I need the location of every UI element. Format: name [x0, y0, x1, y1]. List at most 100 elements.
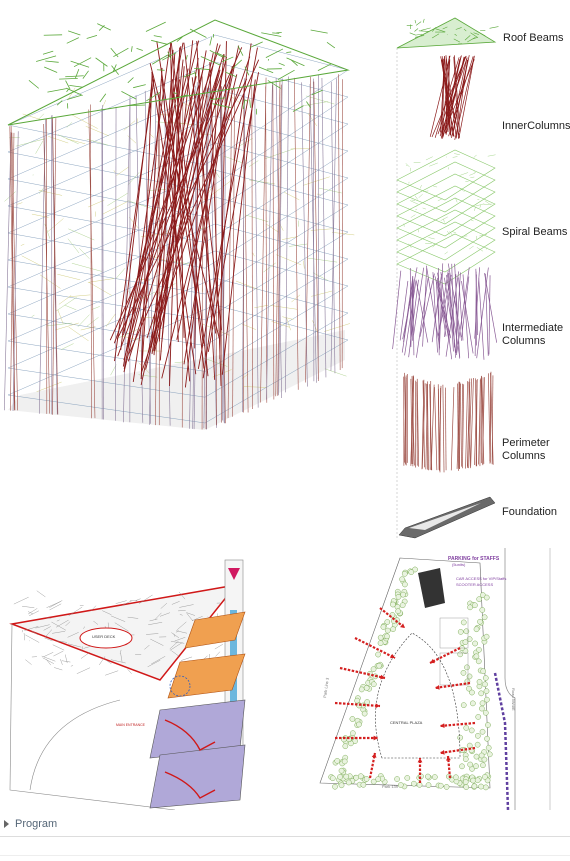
site-tree: [464, 664, 470, 671]
site-tree: [485, 744, 492, 751]
spiral-beam: [447, 230, 450, 235]
program-floor-upper: [184, 611, 246, 649]
deck-beam: [148, 622, 163, 625]
bracing-member: [22, 113, 42, 121]
stack-foundation: [398, 496, 496, 539]
bracing-member: [4, 191, 16, 202]
bracing-member: [67, 87, 76, 101]
deck-beam: [135, 598, 141, 601]
deck-beam: [160, 603, 168, 609]
inner-column: [127, 54, 225, 362]
inner-column: [219, 41, 227, 359]
site-tree: [482, 774, 488, 780]
inner-column: [443, 58, 451, 136]
deck-beam: [105, 670, 119, 676]
roof-beam: [59, 77, 78, 80]
roof-beam: [420, 27, 431, 31]
roof-beam: [173, 92, 177, 95]
circulation-path-lower: [164, 771, 216, 799]
spiral-beam: [474, 207, 476, 212]
bracing-member: [254, 305, 268, 309]
bracing-member: [224, 156, 242, 163]
site-tree: [399, 602, 406, 609]
roof-beam: [145, 21, 166, 32]
roof-beam: [127, 77, 134, 84]
label-road-right: Road 5W4/E: [511, 688, 516, 711]
roof-beam: [265, 48, 284, 59]
site-tree: [390, 626, 396, 632]
inner-column: [183, 42, 217, 334]
entry-arrow: [429, 647, 461, 664]
intermediate-column: [488, 275, 491, 355]
perimeter-column: [405, 377, 407, 465]
site-tree: [473, 653, 480, 660]
inner-column: [449, 57, 468, 135]
program-floor-basement: [149, 744, 246, 809]
perimeter-column: [305, 76, 311, 383]
bracing-member: [38, 190, 63, 196]
stack-spiral-beams: [396, 149, 496, 285]
intermediate-column: [485, 273, 489, 356]
deck-beam: [43, 626, 51, 631]
roof-beam: [68, 30, 81, 36]
bracing-member: [95, 211, 97, 217]
deck-beam: [13, 596, 29, 605]
perimeter-column: [461, 383, 463, 467]
perimeter-column: [251, 84, 253, 409]
deck-beam: [53, 650, 64, 657]
bracing-member: [235, 280, 258, 290]
spiral-beam: [454, 153, 460, 155]
spiral-slab: [396, 173, 496, 225]
spiral-beam: [475, 203, 485, 207]
spiral-slab: [396, 221, 496, 273]
roof-beam: [249, 99, 251, 108]
roof-beam: [110, 47, 119, 58]
site-tree: [473, 626, 480, 633]
stack-intermediate-columns: [392, 263, 498, 360]
deck-beam: [45, 629, 53, 638]
deck-beam: [147, 659, 161, 668]
site-tree: [375, 776, 382, 783]
bracing-member: [324, 368, 347, 377]
roof-beam: [183, 72, 195, 78]
stack-perimeter-columns: [403, 371, 494, 473]
roof-beam: [414, 20, 417, 24]
bracing-member: [71, 114, 98, 129]
stack-inner-columns: [429, 55, 475, 140]
perimeter-column: [90, 104, 92, 419]
perimeter-column: [12, 131, 19, 412]
deck-beam: [54, 667, 63, 671]
roof-beam: [169, 94, 188, 100]
deck-beam: [127, 616, 139, 619]
roof-beam: [86, 35, 98, 39]
program-label: Program: [15, 818, 58, 830]
perimeter-column: [43, 123, 50, 414]
bracing-member: [324, 323, 351, 332]
inner-column: [120, 79, 153, 351]
site-tree: [338, 782, 345, 789]
bracing-member: [248, 160, 259, 167]
inner-column: [123, 76, 197, 373]
label-perimeter-line1: Perimeter: [502, 437, 550, 449]
site-tree: [357, 773, 364, 780]
perimeter-column: [313, 81, 319, 382]
perimeter-column: [470, 378, 474, 467]
site-tree: [375, 651, 381, 658]
deck-beam: [27, 611, 34, 615]
tower-base-shadow: [8, 330, 345, 430]
deck-beam: [68, 643, 82, 648]
deck-beam: [110, 659, 126, 664]
ground-curve: [29, 699, 121, 791]
inner-column: [123, 40, 200, 332]
perimeter-column: [242, 78, 245, 413]
program-section-toggle[interactable]: Program: [4, 816, 57, 832]
bracing-member: [20, 243, 25, 246]
roof-beam: [209, 37, 213, 46]
entry-arrow: [434, 681, 471, 690]
bracing-member: [107, 192, 128, 206]
site-tree: [349, 730, 356, 737]
bracing-member: [252, 252, 255, 257]
deck-beam: [65, 654, 68, 664]
bracing-member: [245, 214, 269, 222]
site-tree: [425, 782, 432, 788]
